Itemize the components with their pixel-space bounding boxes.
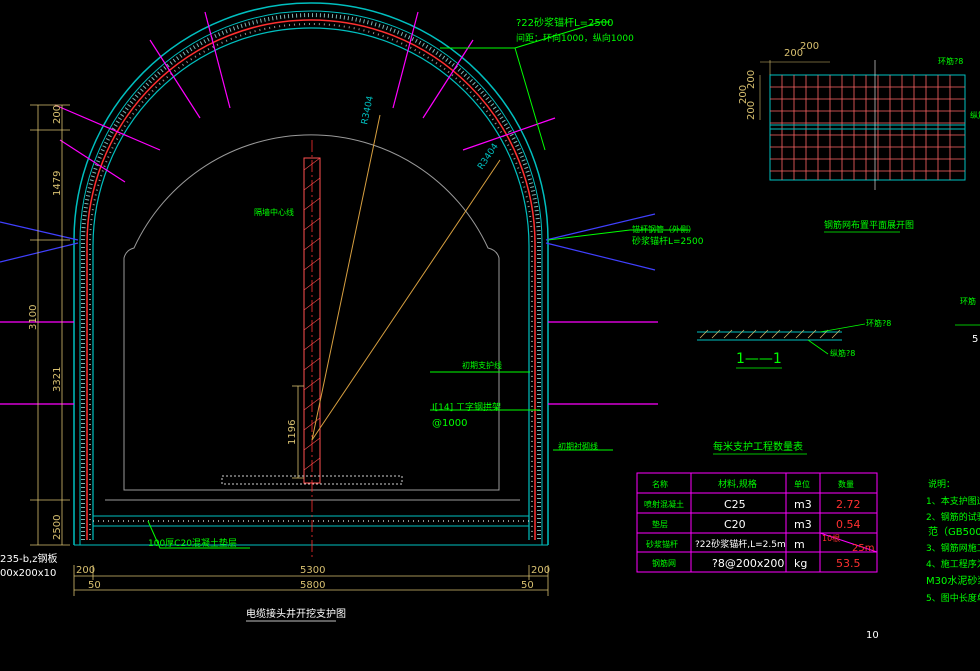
table-header-qty: 数量	[838, 479, 854, 489]
anchor-note-2: 间距：环向1000，纵向1000	[516, 32, 634, 44]
dim-v3321: 3321	[52, 367, 63, 392]
tunnel-section: R3404 R3404	[0, 2, 704, 622]
notes-line-3: 范（GB500	[928, 525, 980, 538]
notes-line-1: 1、本支护图适用	[926, 495, 980, 507]
table-row3-qty-length: 25m	[852, 543, 874, 554]
dim-v1196: 1196	[287, 420, 298, 445]
table-row3-unit: m	[794, 538, 805, 551]
table-row1-name: 喷射混凝土	[644, 499, 684, 509]
horizontal-dimensions	[73, 565, 549, 596]
clearance-outline	[123, 134, 500, 491]
mesh-grid	[770, 75, 965, 180]
notes-line-5: 4、施工程序为	[926, 558, 980, 570]
sheet-number: 10	[866, 630, 879, 641]
detail-1-1: 环筋?8 纵筋?8 1——1 环筋 5	[697, 296, 980, 369]
dim-h200-left: 200	[76, 565, 95, 576]
leader-lines	[147, 21, 690, 549]
detail-label-top: 环筋?8	[866, 318, 891, 328]
drawing-title: 电缆接头井开挖支护图	[246, 607, 346, 620]
anchor-note-1: ?22砂浆锚杆L=2500	[516, 16, 613, 29]
plan-dim-left-3: 200	[746, 101, 757, 120]
notes-line-4: 3、钢筋网施工	[926, 542, 980, 554]
outer-lining-line	[73, 2, 549, 545]
lining-label: 初期支护线	[462, 360, 502, 370]
dim-h50-right: 50	[521, 580, 534, 591]
dim-h5300: 5300	[300, 565, 325, 576]
table-row1-material: C25	[724, 498, 746, 511]
table-row1-unit: m3	[794, 498, 812, 511]
table-title: 每米支护工程数量表	[713, 440, 803, 453]
radius-line-2	[311, 159, 501, 441]
mesh-plan: 200 200 200 200 200 环筋?8 纵筋 钢筋网布置平面展开图	[738, 41, 980, 233]
anchor-bolts-lower	[59, 139, 126, 183]
table-row4-qty: 53.5	[836, 557, 861, 570]
table-row2-name: 垫层	[652, 519, 668, 529]
table-row1-qty: 2.72	[836, 498, 861, 511]
dim-h5800: 5800	[300, 580, 325, 591]
table-row3-qty-count: 10根	[822, 533, 840, 543]
table-row4-material: ?8@200x200	[712, 557, 784, 570]
left-mesh-1: 235-b,z钢板	[0, 552, 57, 565]
spring-anchors	[0, 213, 656, 271]
table-row4-unit: kg	[794, 557, 807, 570]
steel-frame-spacing: @1000	[432, 418, 467, 429]
table-row2-material: C20	[724, 518, 746, 531]
steel-frame-label: I[14] 工字钢拱架	[432, 401, 501, 413]
dim-h50-left: 50	[88, 580, 101, 591]
table-header-name: 名称	[652, 479, 668, 489]
notes-line-7: 5、图中长度单位	[926, 592, 980, 604]
table-header-material: 材料,规格	[718, 478, 757, 490]
plan-title: 钢筋网布置平面展开图	[824, 219, 914, 231]
dim-h200-right: 200	[531, 565, 550, 576]
divider-label: 隔墙中心线	[254, 207, 294, 217]
notes-block: 说明： 1、本支护图适用 2、钢筋的试验 范（GB500 3、钢筋网施工 4、施…	[926, 478, 980, 604]
vertical-dimensions	[30, 104, 304, 546]
left-mesh-2: 00x200x10	[0, 568, 56, 579]
detail-section-mark: 1——1	[736, 351, 782, 367]
dim-v1479: 1479	[52, 171, 63, 196]
invert-label: 初期衬砌线	[558, 441, 598, 451]
detail-right-label: 环筋	[960, 296, 976, 306]
table-row3-name: 砂浆锚杆	[646, 539, 678, 549]
dim-v200: 200	[52, 105, 63, 124]
notes-line-6: M30水泥砂浆	[926, 574, 980, 587]
right-anchor-note-2: 砂浆锚杆L=2500	[632, 235, 704, 247]
detail-right-value: 5	[972, 334, 978, 345]
table-row2-qty: 0.54	[836, 518, 861, 531]
right-anchor-note-1: 锚杆钢管（外侧）	[632, 224, 696, 234]
inner-lining-line	[92, 27, 530, 540]
lining-line-2	[79, 10, 543, 545]
table-row3-material: ?22砂浆锚杆,L=2.5m	[695, 538, 786, 550]
base-label: 100厚C20混凝土垫层	[148, 537, 237, 549]
table-row2-unit: m3	[794, 518, 812, 531]
table-header-unit: 单位	[794, 479, 810, 489]
table-row4-name: 钢筋网	[652, 558, 676, 568]
quantity-table: 每米支护工程数量表 名称 材料,规格 单位 数量 喷射混凝土 C25 m3 2.…	[636, 440, 878, 573]
dim-v3100: 3100	[28, 305, 39, 330]
plan-label-right: 纵筋	[970, 110, 980, 120]
plan-label-top: 环筋?8	[938, 56, 963, 66]
plan-dim-left-2: 200	[738, 85, 749, 104]
notes-line-2: 2、钢筋的试验	[926, 511, 980, 523]
notes-heading: 说明：	[928, 478, 955, 490]
plan-dim-top-1: 200	[784, 48, 803, 59]
detail-label-bottom: 纵筋?8	[830, 348, 855, 358]
mesh-outline	[769, 74, 966, 181]
plan-dim-left-1: 200	[746, 70, 757, 89]
radius-line-1	[311, 114, 381, 441]
dim-v2500: 2500	[52, 515, 63, 540]
plan-dim-top-2: 200	[800, 41, 819, 52]
steel-frame-line	[86, 19, 536, 540]
